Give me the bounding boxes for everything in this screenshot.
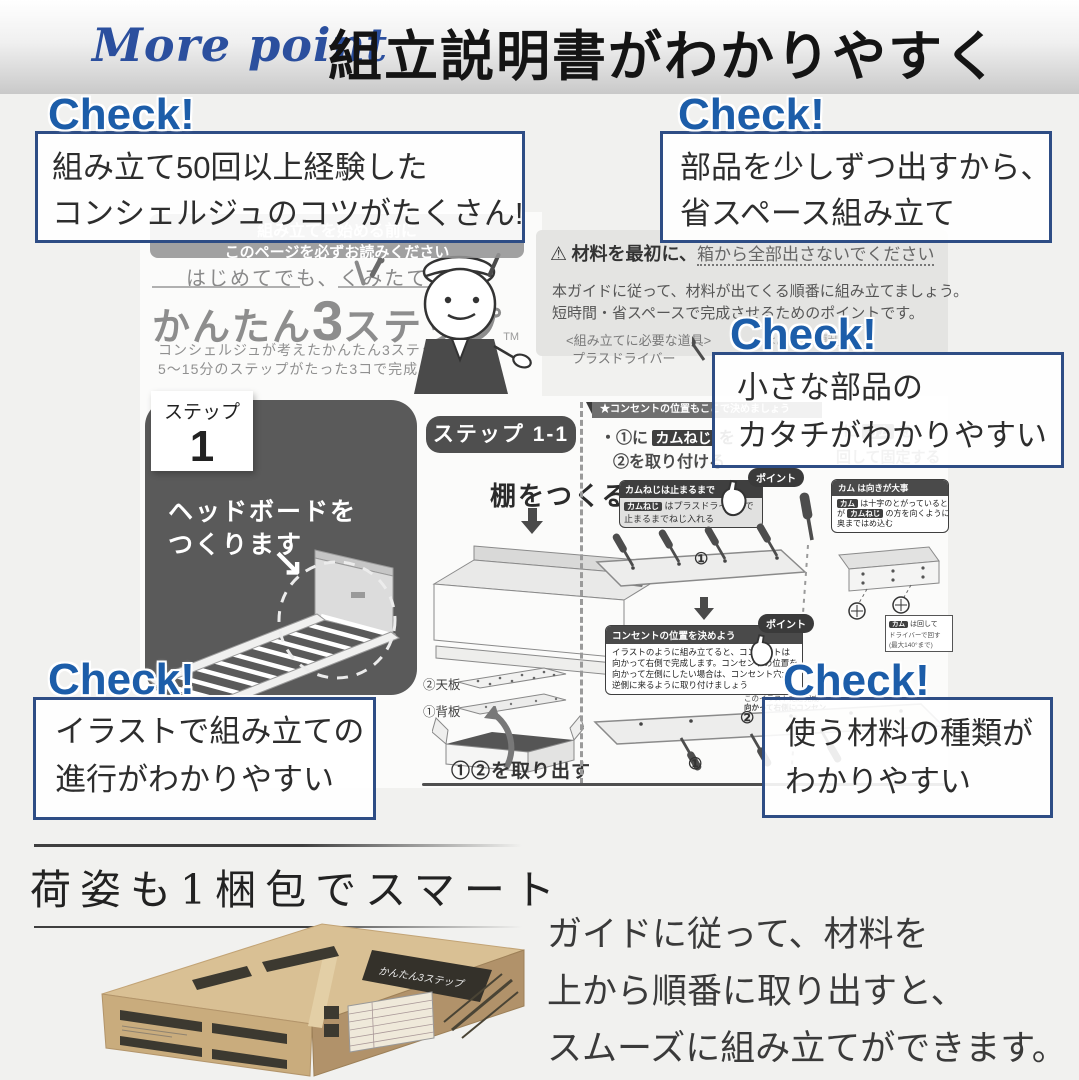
manual-tagline: はじめてでも、くみたて上手 xyxy=(186,268,473,290)
brand-note-2: 5〜15分のステップがたった3コで完成します。 xyxy=(158,361,477,377)
cam-small-box: カム は回して ドライバーで回す (最大140°まで) xyxy=(885,615,953,652)
brand-note-1: コンシェルジュが考えたかんたん3ステップ方式 xyxy=(158,342,481,358)
brand-rule-right xyxy=(338,286,440,288)
outlet-inst-2: ②を取り付ける xyxy=(613,454,726,471)
cam-bracket-illustration xyxy=(838,546,940,620)
dashed-circle xyxy=(277,560,397,680)
dashed-trajectory xyxy=(790,545,809,779)
check-box-bottom-left xyxy=(33,697,376,820)
check-top-left-line2: コンシェルジュのコツがたくさん! xyxy=(52,196,524,231)
step1-number-box: ステップ 1 xyxy=(151,391,253,471)
more-point-script: More point xyxy=(92,18,389,72)
shelf-illustration xyxy=(432,545,663,677)
outro-line-1: ガイドに従って、材料を xyxy=(547,915,929,954)
warning-box xyxy=(536,230,948,356)
board-illustration-top xyxy=(457,667,567,689)
header-strip xyxy=(0,0,1079,94)
check-label-bottom-left: Check! xyxy=(48,655,195,704)
board-illustration-back xyxy=(457,693,567,715)
down-arrow-icon-2 xyxy=(694,597,714,620)
check-box-top-right xyxy=(660,131,1052,243)
check-box-top-left xyxy=(35,131,525,243)
check-box-bottom-right xyxy=(762,697,1053,818)
cam-screw-badge: カムねじ xyxy=(652,430,715,446)
warning-title-row: ⚠ 材料を最初に、箱から全部出さないでください xyxy=(550,240,935,266)
tools-icon xyxy=(354,256,385,286)
step1-caption-1: ヘッドボードを xyxy=(168,498,358,526)
brand-rule-left xyxy=(152,286,300,288)
concierge-illustration xyxy=(414,252,532,394)
check-bottom-right-line2: わかりやすい xyxy=(785,764,971,799)
check-mid-right-line1: 小さな部品の xyxy=(737,370,923,405)
point-hand-icon-2 xyxy=(750,634,773,667)
bed-illustration xyxy=(147,549,401,695)
warning-title-rest: 箱から全部出さないでください xyxy=(696,245,935,266)
banner-fold xyxy=(586,402,594,418)
page-title: 組立説明書がわかりやすく xyxy=(328,24,1000,88)
part-back-label: ①背板 xyxy=(423,705,461,719)
cam-box-title: カム は向きが大事 xyxy=(832,480,948,496)
check-box-mid-right xyxy=(712,352,1064,468)
openbox-illustration xyxy=(432,706,584,773)
screwdriver-scene xyxy=(595,520,807,587)
packing-heading: 荷姿も1梱包でスマート xyxy=(30,866,564,914)
check-label-top-right: Check! xyxy=(678,90,825,139)
check-top-right-line1: 部品を少しずつ出すから、 xyxy=(680,150,1052,185)
step1-caption-2: つくります xyxy=(168,531,304,559)
column-divider xyxy=(580,402,583,784)
outro-line-3: スムーズに組み立てができます。 xyxy=(547,1029,1067,1068)
pre-banner-subtitle: このページを必ずお読みください xyxy=(224,244,450,261)
brand-pre: かんたん xyxy=(152,307,313,349)
check-bottom-left-line1: イラストで組み立ての xyxy=(55,714,365,749)
check-top-left-line1: 組み立て50回以上経験した xyxy=(52,150,428,185)
brand-number: 3 xyxy=(312,289,344,352)
step11-header: ステップ 1-1 xyxy=(426,416,576,453)
check-label-bottom-right: Check! xyxy=(783,656,930,705)
step1-number: 1 xyxy=(189,422,215,471)
warning-tools-item: プラスドライバー xyxy=(572,351,676,366)
board2-number-1: ① xyxy=(688,756,703,773)
brand-tm: TM xyxy=(503,331,520,343)
check-label-mid-right: Check! xyxy=(730,310,877,359)
check-bottom-left-line2: 進行がわかりやすい xyxy=(55,762,334,797)
point-pill-2: ポイント xyxy=(758,614,814,633)
check-mid-right-line2: カタチがわかりやすい xyxy=(737,418,1047,453)
diag-arrow-icon: ↘ xyxy=(272,542,304,584)
step11-takeout: ①②を取り出す xyxy=(451,761,592,782)
warning-handy-label: <あると便利> xyxy=(768,333,849,348)
down-arrow-icon xyxy=(521,508,543,534)
cam-box: カム は向きが大事 カム は十字のとがっていると が カムねじ の方を向くように… xyxy=(831,479,949,533)
check-bottom-right-line1: 使う材料の種類が xyxy=(785,716,1033,751)
check-top-right-line2: 省スペース組み立て xyxy=(680,196,956,231)
warning-body-2: 短時間・省スペースで完成させるためのポイントです。 xyxy=(552,305,924,322)
warning-tools-label: <組み立てに必要な道具> xyxy=(566,333,712,348)
packing-rule-bottom xyxy=(34,926,522,928)
warning-icon: ⚠ xyxy=(550,244,568,265)
decide-box-title: コンセントの位置を決めよう xyxy=(606,626,802,644)
warning-title-strong: 材料を最初に、 xyxy=(571,244,697,264)
board2-number: ② xyxy=(740,710,755,727)
point-hand-icon xyxy=(721,479,747,517)
packing-rule-top xyxy=(34,844,522,847)
part-top-label: ②天板 xyxy=(423,678,461,692)
step11-caption: 棚をつくる xyxy=(490,481,630,511)
cardboard-box-illustration: かんたん3ステップ xyxy=(101,923,525,1077)
point-pill-1: ポイント xyxy=(748,468,804,487)
step1-label: ステップ xyxy=(163,402,240,423)
bottom-rule xyxy=(422,783,946,786)
board1-number: ① xyxy=(694,551,709,568)
outro-line-2: 上から順番に取り出すと、 xyxy=(547,972,966,1011)
check-label-top-left: Check! xyxy=(48,90,195,139)
warning-body-1: 本ガイドに従って、材料が出てくる順番に組み立てましょう。 xyxy=(552,283,969,300)
